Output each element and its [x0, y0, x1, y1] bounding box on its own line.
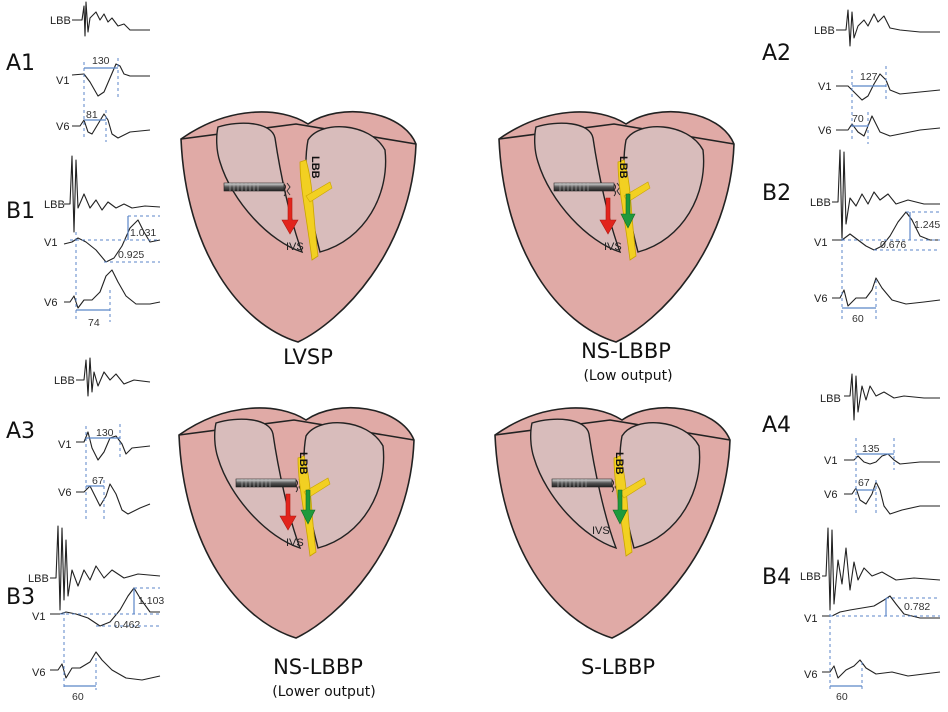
panel-label-b1: B1	[6, 199, 35, 224]
panel-label-b3: B3	[6, 585, 35, 610]
b3-v6-duration: 60	[72, 691, 84, 703]
lead-label-lbb: LBB	[810, 197, 831, 209]
ecg-panel-b4: LBB V1 V6 0.782 60	[800, 527, 941, 703]
a1-v1-duration: 130	[92, 55, 110, 67]
b1-v6-duration: 74	[88, 317, 100, 329]
lvsp-lbb-label: LBB	[309, 156, 321, 179]
lead-label-lbb: LBB	[28, 573, 49, 585]
lead-label-v6: V6	[58, 487, 71, 499]
lead-label-lbb: LBB	[54, 375, 75, 387]
panel-label-a3: A3	[6, 419, 35, 444]
lead-label-v6: V6	[32, 667, 45, 679]
b2-v1-amp-low: 0.676	[880, 239, 906, 251]
heart-subtitle-ns-lbbp-lower: (Lower output)	[272, 684, 376, 700]
panel-label-b2: B2	[762, 181, 791, 206]
heart-title-ns-lbbp-low: NS-LBBP	[581, 339, 671, 363]
ns-lbbp-lower-ivs-label: IVS	[286, 537, 304, 549]
lead-label-v1: V1	[58, 439, 71, 451]
lead-label-lbb: LBB	[814, 25, 835, 37]
ecg-panel-b3: LBB V1 V6 1.103 0.462 60	[28, 525, 164, 703]
lead-label-lbb: LBB	[800, 571, 821, 583]
lead-label-v1: V1	[824, 455, 837, 467]
panel-label-b4: B4	[762, 565, 791, 590]
ecg-panel-a2: LBB V1 V6 127 70	[814, 9, 941, 144]
heart-title-ns-lbbp-lower: NS-LBBP	[273, 655, 363, 679]
panel-label-a2: A2	[762, 41, 791, 66]
heart-title-lvsp: LVSP	[283, 345, 333, 369]
a4-v6-duration: 67	[858, 477, 870, 489]
lead-label-v1: V1	[44, 237, 57, 249]
lvsp-ivs-label: IVS	[286, 241, 304, 253]
heart-title-s-lbbp: S-LBBP	[581, 655, 655, 679]
s-lbbp-ivs-label: IVS	[592, 525, 610, 537]
heart-ns-lbbp-lower: LBB IVS	[177, 397, 415, 639]
lead-label-v6: V6	[56, 121, 69, 133]
ecg-panel-a4: LBB V1 V6 135 67	[820, 373, 940, 516]
b3-v1-amp-low: 0.462	[114, 619, 140, 631]
lead-label-v1: V1	[32, 611, 45, 623]
lead-label-v6: V6	[814, 293, 827, 305]
heart-ns-lbbp-low: LBB IVS	[497, 101, 735, 343]
b2-v6-duration: 60	[852, 313, 864, 325]
lead-label-v1: V1	[814, 237, 827, 249]
lead-label-v1: V1	[56, 75, 69, 87]
a4-v1-duration: 135	[862, 443, 880, 455]
panel-label-a1: A1	[6, 51, 35, 76]
heart-s-lbbp: LBB IVS	[493, 397, 731, 639]
panel-label-a4: A4	[762, 413, 791, 438]
heart-lvsp: LBB IVS	[179, 101, 417, 343]
ecg-panel-b1: LBB V1 V6 1.031 0.925 74	[44, 155, 161, 329]
heart-subtitle-ns-lbbp-low: (Low output)	[583, 368, 672, 384]
ns-lbbp-low-ivs-label: IVS	[604, 241, 622, 253]
lead-label-v6: V6	[824, 489, 837, 501]
lead-label-v1: V1	[804, 613, 817, 625]
lead-label-v1: V1	[818, 81, 831, 93]
a3-v1-duration: 130	[96, 427, 114, 439]
b2-v1-amp-high: 1.245	[914, 219, 940, 231]
b3-v1-amp-high: 1.103	[138, 595, 164, 607]
lead-label-v6: V6	[818, 125, 831, 137]
b4-v6-duration: 60	[836, 691, 848, 703]
s-lbbp-lbb-label: LBB	[613, 452, 625, 475]
a2-v6-duration: 70	[852, 113, 864, 125]
ecg-panel-b2: LBB V1 V6 1.245 0.676 60	[810, 149, 940, 325]
a3-v6-duration: 67	[92, 475, 104, 487]
ecg-panel-a1: LBB V1 V6 130 81	[50, 1, 151, 142]
lead-label-lbb: LBB	[820, 393, 841, 405]
lead-label-lbb: LBB	[50, 15, 71, 27]
lead-label-v6: V6	[44, 297, 57, 309]
b1-v1-amp-low: 0.925	[118, 249, 144, 261]
b4-v1-amp-high: 0.782	[904, 601, 930, 613]
ecg-panel-a3: LBB V1 V6 130 67	[54, 357, 151, 520]
a2-v1-duration: 127	[860, 71, 878, 83]
lead-label-v6: V6	[804, 669, 817, 681]
b1-v1-amp-high: 1.031	[130, 227, 156, 239]
a1-v6-duration: 81	[86, 109, 98, 121]
ns-lbbp-low-lbb-label: LBB	[617, 156, 629, 179]
ns-lbbp-lower-lbb-label: LBB	[297, 452, 309, 475]
lead-label-lbb: LBB	[44, 199, 65, 211]
